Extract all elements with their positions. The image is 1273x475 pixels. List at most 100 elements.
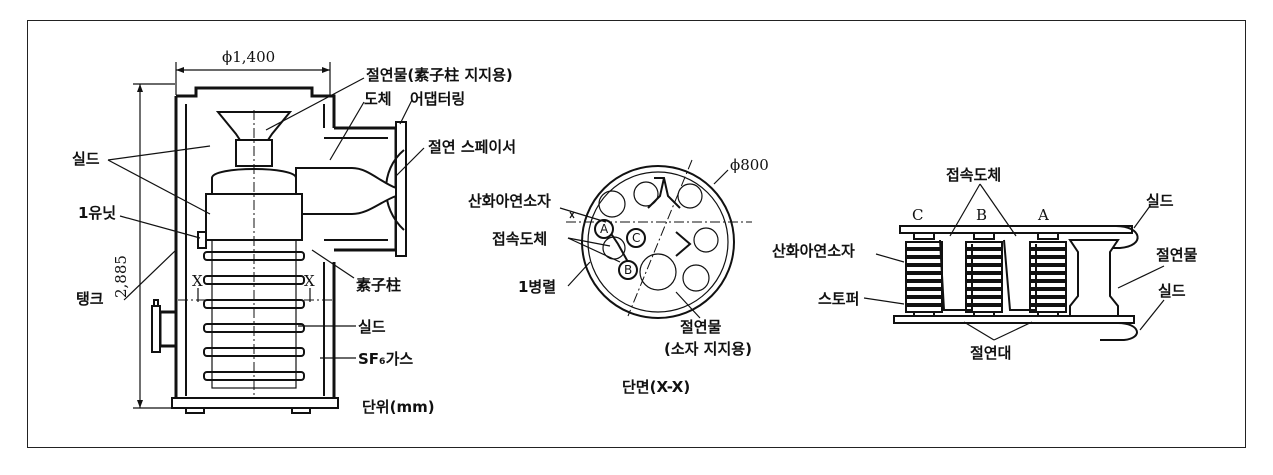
- support-hole: [677, 183, 703, 209]
- branch-conductor: [295, 167, 397, 215]
- label-unit-zinc-oxide: 산화아연소자: [772, 242, 855, 260]
- label-unit-connecting-conductor: 접속도체: [946, 166, 1001, 184]
- zinc-oxide-disc: [965, 297, 1003, 305]
- zinc-oxide-disc: [1029, 241, 1067, 249]
- unit-insulator: [1068, 239, 1120, 317]
- gas-port-pipe: [158, 310, 176, 348]
- zinc-oxide-disc: [905, 281, 943, 289]
- zinc-oxide-disc: [905, 297, 943, 305]
- unit-conductor-ba: [1003, 239, 1037, 311]
- support-hole: [682, 264, 710, 292]
- zinc-oxide-disc: [905, 249, 943, 257]
- leader-shield-b: [107, 159, 211, 215]
- label-one-unit: 1유닛: [78, 204, 116, 222]
- phase-mark-c: C: [912, 206, 923, 224]
- label-section-caption: 단면(X-X): [622, 378, 690, 396]
- leader-element-column: [311, 249, 355, 279]
- leader-insulator-support: [265, 77, 365, 131]
- gas-port-bolt-top: [153, 299, 159, 307]
- label-zinc-oxide-element: 산화아연소자: [468, 192, 551, 210]
- top-shield: [211, 168, 297, 195]
- stack-base: [913, 311, 935, 317]
- leader-base-2: [993, 321, 1033, 341]
- leader-spacer: [395, 147, 425, 177]
- leader-stopper: [863, 297, 905, 305]
- zinc-oxide-disc: [1029, 289, 1067, 297]
- dim-arrow-left-icon: [176, 67, 184, 73]
- element-mark-c-text: C: [632, 231, 640, 245]
- label-adapter-ring: 어댑터링: [410, 90, 465, 108]
- tank-foot-left: [185, 407, 205, 414]
- tank-foot-right: [291, 407, 311, 414]
- phase-mark-a: A: [1037, 206, 1049, 224]
- label-section-insulator-2: (소자 지지용): [664, 340, 752, 358]
- spacer-flange: [395, 121, 407, 257]
- bottom-shield-curl: [1100, 322, 1138, 341]
- zinc-oxide-disc: [1029, 297, 1067, 305]
- tank-wall-inner: [185, 104, 325, 396]
- dim-arrow-up-icon: [137, 84, 143, 92]
- label-unit-note: 단위(mm): [362, 398, 435, 416]
- stack-base: [973, 311, 995, 317]
- section-center-d: [627, 159, 693, 317]
- label-insulator-support: 절연물(素子柱 지지용): [366, 66, 513, 84]
- section-link-top: [647, 177, 681, 209]
- leader-one-unit: [119, 215, 201, 239]
- leader-unit-conn-2: [979, 183, 1017, 237]
- zinc-oxide-disc: [1029, 249, 1067, 257]
- height-dimension-label: 2,885: [112, 255, 130, 298]
- phase-mark-b: B: [976, 206, 987, 224]
- label-shield-lower: 실드: [358, 318, 386, 336]
- zinc-oxide-disc: [905, 265, 943, 273]
- zinc-oxide-disc: [965, 265, 1003, 273]
- bottom-plate: [893, 315, 1135, 324]
- leader-parallel: [567, 261, 591, 287]
- zinc-oxide-disc: [905, 241, 943, 249]
- unit-conductor-cb: [939, 239, 973, 311]
- leader-shield-top: [1133, 205, 1151, 229]
- label-unit-shield-top: 실드: [1146, 192, 1174, 210]
- label-unit-insulator: 절연물: [1156, 246, 1198, 264]
- section-mark-left: X: [192, 272, 203, 290]
- element-stacks: [905, 232, 1067, 317]
- leader-conductor: [329, 101, 365, 161]
- label-sf6-gas: SF₆가스: [358, 350, 413, 368]
- zinc-oxide-disc: [905, 289, 943, 297]
- element-mark-b: [618, 260, 638, 280]
- label-shield: 실드: [72, 150, 100, 168]
- zinc-oxide-disc: [965, 273, 1003, 281]
- width-dimension-label: ϕ1,400: [222, 48, 275, 66]
- leader-conn-b: [567, 237, 621, 263]
- support-hole-large: [639, 253, 677, 291]
- label-stopper: 스토퍼: [818, 290, 859, 308]
- gas-port-flange: [151, 305, 161, 353]
- label-connecting-conductor: 접속도체: [492, 230, 547, 248]
- stack-base: [1037, 311, 1059, 317]
- zinc-oxide-disc: [965, 241, 1003, 249]
- element-mark-a-text: A: [600, 222, 609, 236]
- tank-bottom-flange: [171, 397, 339, 409]
- leader-zinc-oxide: [559, 207, 607, 223]
- label-insulating-base: 절연대: [970, 344, 1011, 362]
- leader-base-1: [963, 321, 995, 341]
- support-hole: [633, 181, 659, 207]
- label-diameter: ϕ800: [730, 156, 769, 174]
- unit-lug: [197, 231, 207, 249]
- top-plate: [899, 225, 1133, 234]
- element-mark-b-text: B: [624, 263, 632, 277]
- support-hole: [693, 227, 719, 253]
- label-one-parallel: 1병렬: [518, 278, 556, 296]
- label-conductor: 도체: [364, 90, 392, 108]
- leader-unit-conn-1: [949, 183, 981, 237]
- zinc-oxide-disc: [965, 249, 1003, 257]
- leader-unit-zinc-oxide: [875, 253, 905, 263]
- zinc-oxide-disc: [965, 281, 1003, 289]
- tank-top: [176, 86, 336, 128]
- leader-shield-bottom: [1139, 299, 1165, 331]
- label-element-column: 素子柱: [356, 276, 401, 294]
- zinc-oxide-disc: [1029, 281, 1067, 289]
- leader-adapter-ring: [399, 99, 413, 125]
- dim-arrow-down-icon: [137, 400, 143, 408]
